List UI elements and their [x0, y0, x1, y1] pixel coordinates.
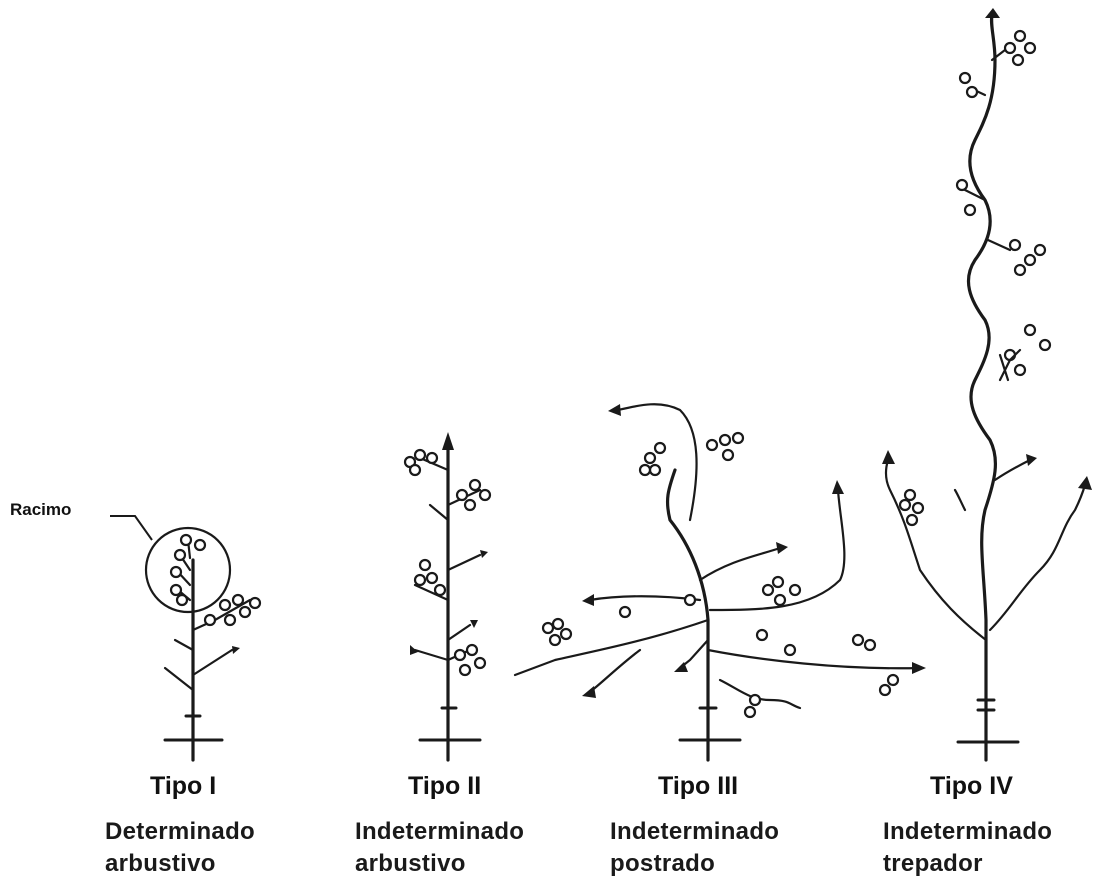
type-1-title: Tipo I: [150, 772, 216, 801]
plant-type-4: [882, 8, 1092, 760]
racimo-label: Racimo: [10, 500, 71, 520]
type-2-description-line1: Indeterminado: [355, 818, 524, 846]
type-3-title: Tipo III: [658, 772, 738, 801]
type-4-title: Tipo IV: [930, 772, 1013, 801]
type-2-description-line2: arbustivo: [355, 850, 466, 878]
type-1-description-line1: Determinado: [105, 818, 255, 846]
racimo-leader-line: [110, 516, 152, 540]
plant-type-1: [110, 516, 260, 760]
plant-type-2: [405, 432, 490, 760]
type-3-description-line1: Indeterminado: [610, 818, 779, 846]
type-4-description-line1: Indeterminado: [883, 818, 1052, 846]
plant-type-3: [515, 404, 926, 760]
type-3-description-line2: postrado: [610, 850, 715, 878]
type-2-title: Tipo II: [408, 772, 481, 801]
type-4-description-line2: trepador: [883, 850, 983, 878]
type-1-description-line2: arbustivo: [105, 850, 216, 878]
